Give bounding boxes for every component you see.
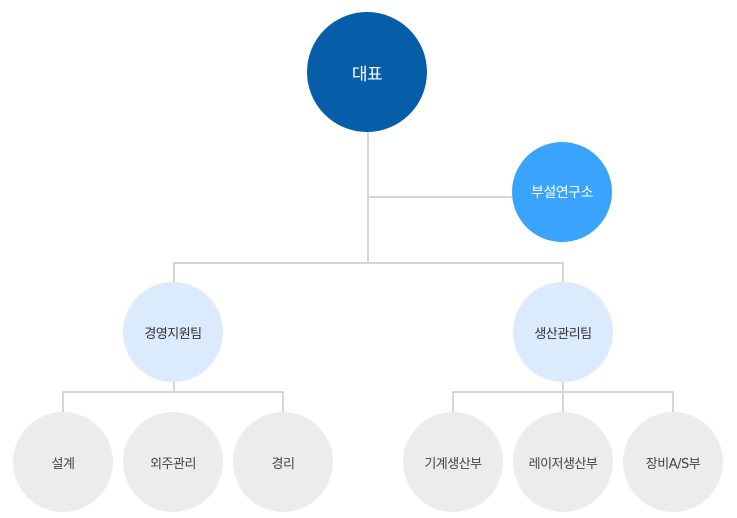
node-machine-production: 기계생산부 (403, 412, 503, 512)
node-equipment-as: 장비A/S부 (623, 412, 723, 512)
line (368, 196, 512, 198)
node-management-support-team: 경영지원팀 (123, 282, 223, 382)
node-design: 설계 (13, 412, 113, 512)
node-laser-production: 레이저생산부 (513, 412, 613, 512)
line (282, 391, 284, 412)
node-research-lab: 부설연구소 (512, 142, 612, 242)
line (562, 382, 564, 412)
line (173, 382, 175, 392)
line (173, 262, 564, 264)
node-production-management-team: 생산관리팀 (513, 282, 613, 382)
node-outsourcing: 외주관리 (123, 412, 223, 512)
line (672, 391, 674, 412)
line (452, 391, 454, 412)
line (452, 391, 674, 393)
line (173, 262, 175, 282)
node-accounting: 경리 (233, 412, 333, 512)
line (562, 262, 564, 282)
node-ceo: 대표 (307, 12, 427, 132)
line (62, 391, 284, 393)
line (62, 391, 64, 412)
